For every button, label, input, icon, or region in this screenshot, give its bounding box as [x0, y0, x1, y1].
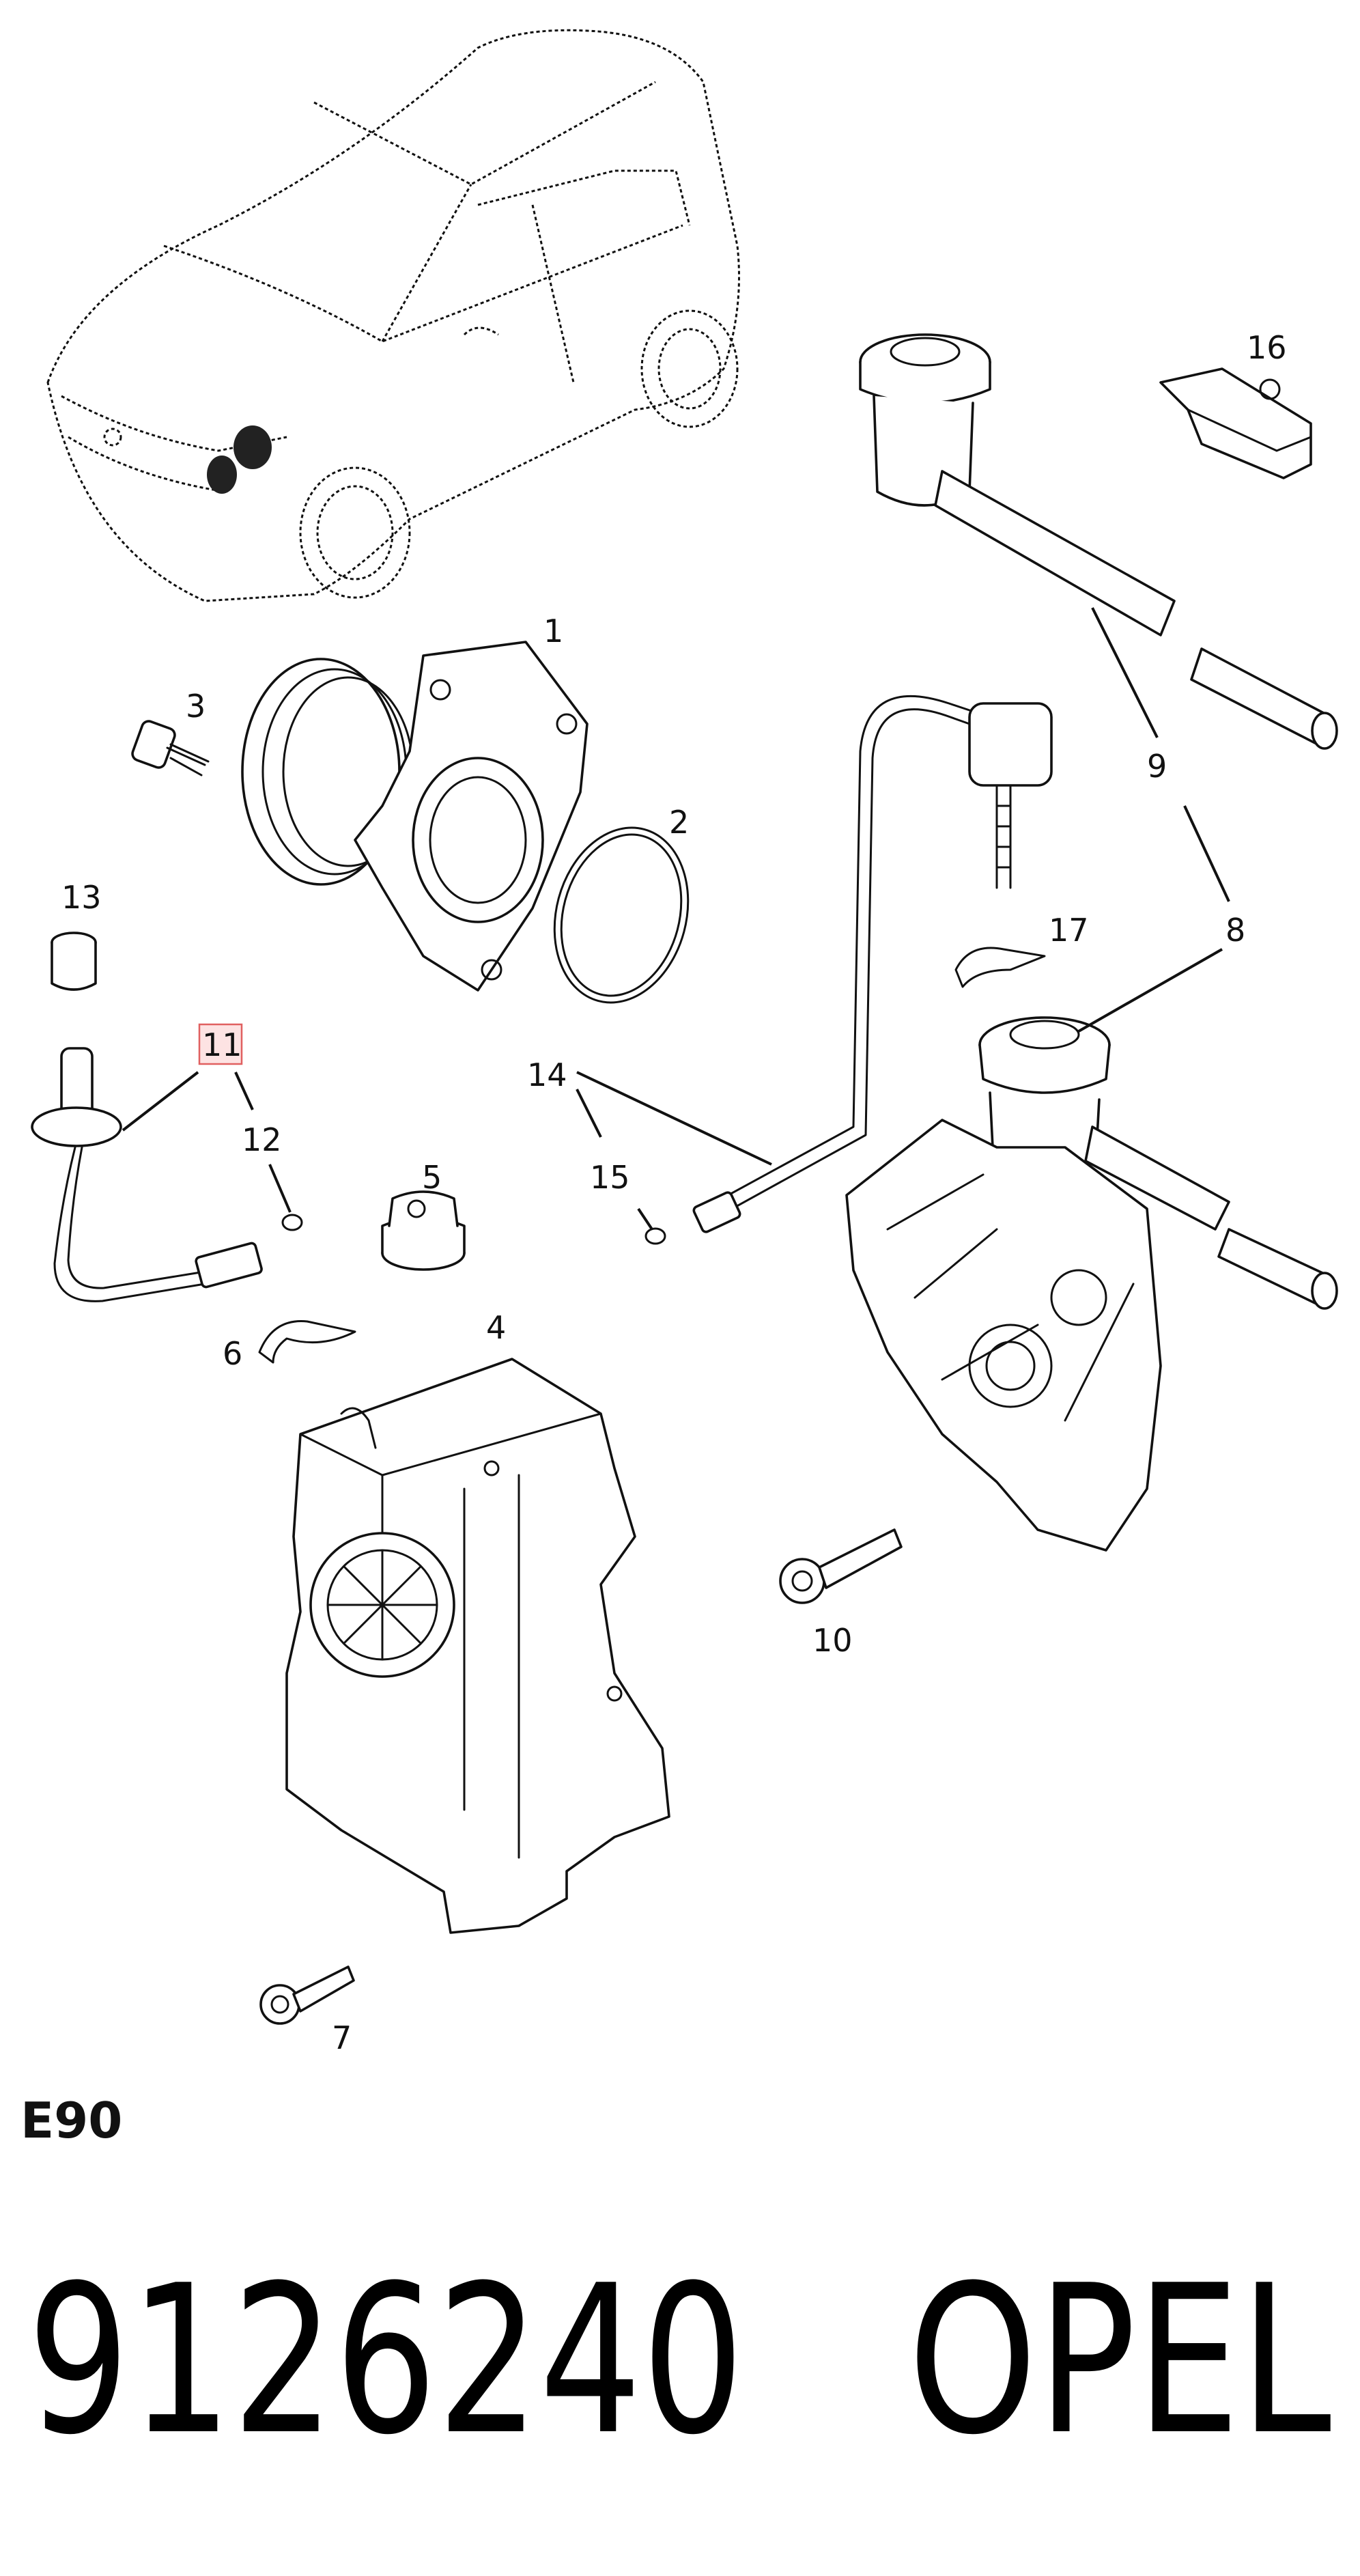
part-release-bearing [241, 641, 589, 992]
part-bracket [1159, 367, 1312, 479]
part-bolt-7 [259, 1965, 355, 2025]
callout-8[interactable]: 8 [1226, 912, 1245, 949]
callout-15[interactable]: 15 [590, 1159, 630, 1196]
callout-6[interactable]: 6 [223, 1335, 242, 1372]
part-bush [51, 932, 97, 991]
callout-1[interactable]: 1 [543, 613, 563, 649]
part-actuator [285, 1358, 670, 1934]
callout-17[interactable]: 17 [1049, 912, 1089, 949]
part-hose [31, 1047, 263, 1302]
callout-16[interactable]: 16 [1247, 329, 1287, 366]
part-pedal-box [845, 1016, 1338, 1552]
part-bolt-3 [131, 720, 210, 776]
part-reservoir [859, 333, 1338, 750]
callout-4[interactable]: 4 [486, 1309, 506, 1346]
callout-11[interactable]: 11 [202, 1026, 242, 1063]
part-number: 9126240 [27, 2241, 744, 2480]
section-code: E90 [20, 2092, 122, 2149]
vehicle-outline [46, 29, 740, 602]
leader-lines [122, 607, 1230, 1231]
callout-5[interactable]: 5 [422, 1159, 442, 1196]
callout-11-highlight [198, 1023, 243, 1065]
part-o-ring [553, 826, 690, 1004]
part-pipe-switch [644, 695, 1053, 1245]
callout-3[interactable]: 3 [186, 688, 206, 725]
callout-14[interactable]: 14 [527, 1056, 567, 1093]
part-plug [381, 1190, 466, 1271]
callout-10[interactable]: 10 [812, 1622, 853, 1659]
callout-12[interactable]: 12 [242, 1121, 282, 1158]
part-seal-ring-12 [281, 1214, 303, 1231]
brand-name: OPEL [908, 2241, 1332, 2480]
callout-labels: 1 2 3 4 5 6 7 8 9 10 11 12 13 14 15 16 1… [61, 329, 1287, 2056]
callout-9[interactable]: 9 [1147, 748, 1167, 785]
callout-7[interactable]: 7 [332, 2019, 352, 2056]
callout-13[interactable]: 13 [61, 879, 102, 916]
part-bolt-10 [779, 1528, 903, 1604]
part-clip-17 [954, 947, 1046, 988]
part-clip-6 [258, 1320, 356, 1364]
callout-2[interactable]: 2 [669, 804, 689, 841]
